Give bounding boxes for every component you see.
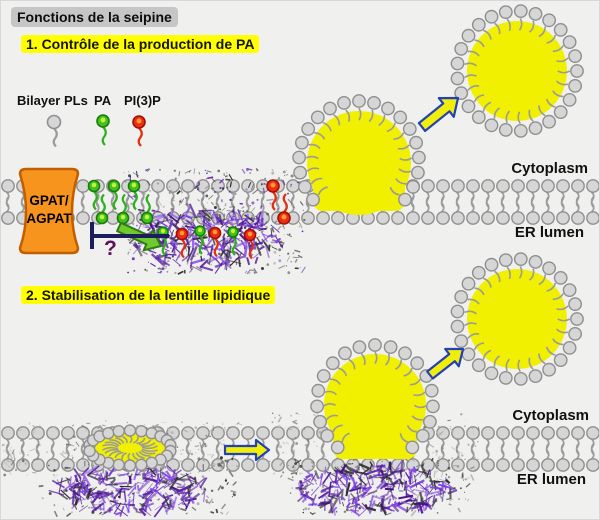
enzyme-label: GPAT/ AGPAT xyxy=(9,192,89,227)
enzyme-label-line2: AGPAT xyxy=(26,210,72,226)
enzyme-label-line1: GPAT/ xyxy=(29,193,69,208)
section1-heading: 1. Contrôle de la production de PA xyxy=(21,35,260,53)
question-mark: ? xyxy=(104,237,117,260)
pa-pi3p-lipids-in-mesh xyxy=(157,225,257,260)
legend-label-bilayer-pls: Bilayer PLs xyxy=(17,93,88,108)
section2-heading: 2. Stabilisation de la lentille lipidiqu… xyxy=(21,286,276,304)
legend-label-pa: PA xyxy=(94,93,112,108)
cytoplasm-label-2: Cytoplasm xyxy=(512,407,589,424)
inhibition-arrow xyxy=(90,222,169,249)
seipin-mesh-under-bud xyxy=(295,459,458,517)
gpat-agpat-enzyme xyxy=(18,167,80,255)
legend-lipid-icons xyxy=(46,114,146,148)
er-lumen-label-1: ER lumen xyxy=(514,224,584,241)
legend-label-pi3p: PI(3)P xyxy=(124,93,161,108)
membrane-pa-pi3p-lipids xyxy=(87,179,291,225)
diagram-title: Fonctions de la seipine xyxy=(11,7,178,27)
lipid-lens xyxy=(83,424,177,472)
er-lumen-label-2: ER lumen xyxy=(516,471,586,488)
seipin-mesh-under-lens xyxy=(48,461,208,518)
cytoplasm-label-1: Cytoplasm xyxy=(511,160,588,177)
lipid-droplets xyxy=(292,4,584,459)
